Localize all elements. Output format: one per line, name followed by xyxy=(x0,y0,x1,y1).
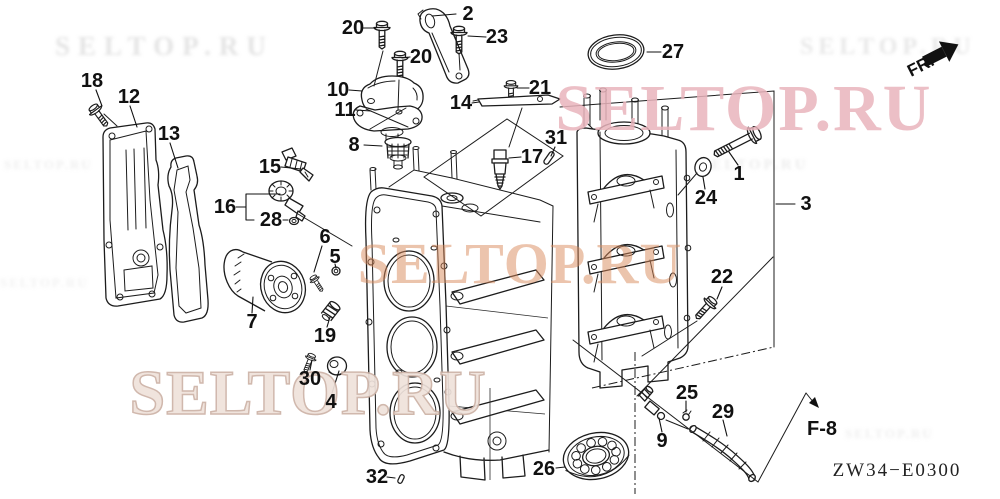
part-stay-plate xyxy=(472,94,561,107)
part-label-18: 18 xyxy=(81,70,103,92)
watermark-top-right: SELTOP.RU xyxy=(556,72,933,145)
part-label-20: 20 xyxy=(342,17,364,39)
part-label-21: 21 xyxy=(529,77,551,99)
part-label-2: 2 xyxy=(462,3,473,25)
part-label-10: 10 xyxy=(327,79,349,101)
part-dowel-pin xyxy=(397,474,405,484)
part-label-26: 26 xyxy=(533,458,555,480)
part-oil-filter xyxy=(223,248,307,314)
part-drain-tube xyxy=(689,424,756,483)
part-thermostat xyxy=(384,136,412,170)
part-engine-hanger-bracket xyxy=(417,8,470,84)
part-label-15: 15 xyxy=(259,156,281,178)
part-label-13: 13 xyxy=(158,123,180,145)
watermark-bottom-left: SELTOP.RU xyxy=(129,357,486,428)
part-ball-bearing xyxy=(562,431,630,481)
part-label-6: 6 xyxy=(319,226,330,248)
part-bolt-20a xyxy=(373,20,391,50)
part-washer-24 xyxy=(694,156,712,178)
part-bolt-18 xyxy=(85,100,114,131)
part-label-16: 16 xyxy=(214,196,236,218)
part-label-24: 24 xyxy=(695,187,718,209)
part-label-1: 1 xyxy=(733,163,744,185)
figure-ref-label: F-8 xyxy=(807,418,837,440)
part-knock-sensor xyxy=(491,149,509,190)
group-boxes xyxy=(103,50,775,494)
part-crankcase xyxy=(576,87,692,389)
part-label-31: 31 xyxy=(545,127,567,149)
direction-arrow-head xyxy=(938,41,959,62)
part-oil-plug xyxy=(320,300,341,322)
part-mount-cap xyxy=(326,356,348,376)
part-label-20: 20 xyxy=(410,46,432,68)
part-label-28: 28 xyxy=(260,209,282,231)
part-number-labels: 1234567891011121314151617181920202122232… xyxy=(81,3,812,488)
ghost-text: SELTOP.RU xyxy=(845,426,934,441)
part-label-17: 17 xyxy=(521,146,543,168)
part-label-8: 8 xyxy=(348,134,359,156)
part-label-25: 25 xyxy=(676,382,698,404)
ghost-text: SELTOP.RU xyxy=(0,275,89,290)
part-label-32: 32 xyxy=(366,466,388,488)
watermarks: SELTOP.RU SELTOP.RU SELTOP.RU xyxy=(129,72,933,429)
part-label-19: 19 xyxy=(314,325,336,347)
part-label-29: 29 xyxy=(712,401,734,423)
part-label-12: 12 xyxy=(118,86,140,108)
part-cylinder-block xyxy=(364,146,554,481)
drawing-code: ZW34−E0300 xyxy=(833,460,962,481)
part-tube-clip xyxy=(682,409,692,421)
part-cover-gasket xyxy=(167,155,209,323)
part-label-5: 5 xyxy=(329,246,340,268)
leader-lines xyxy=(95,13,796,479)
part-oring xyxy=(587,34,645,70)
direction-arrow-body xyxy=(922,46,947,67)
ghost-text: SELTOP.RU xyxy=(4,157,93,172)
part-side-cover xyxy=(102,122,168,307)
part-bolt-22 xyxy=(690,293,721,325)
part-label-23: 23 xyxy=(486,26,508,48)
figure-ref-leader xyxy=(572,339,819,483)
part-label-9: 9 xyxy=(656,430,667,452)
part-label-7: 7 xyxy=(246,311,257,333)
ghost-text: SELTOP.RU xyxy=(55,31,274,61)
part-label-30: 30 xyxy=(299,368,321,390)
part-label-27: 27 xyxy=(662,41,684,63)
watermark-middle: SELTOP.RU xyxy=(358,231,682,296)
part-sensor-washer xyxy=(288,216,300,226)
figure-ref-arrowhead xyxy=(809,397,819,408)
part-label-3: 3 xyxy=(800,193,811,215)
part-bolt-20b xyxy=(391,50,409,80)
ghost-text: SELTOP.RU xyxy=(700,157,809,173)
part-label-4: 4 xyxy=(325,391,337,413)
part-label-22: 22 xyxy=(711,266,733,288)
part-label-11: 11 xyxy=(334,99,355,121)
part-through-bolt xyxy=(713,125,762,158)
part-bolt-6 xyxy=(307,272,327,295)
part-thermostat-housing xyxy=(352,105,423,144)
part-oil-pressure-switch xyxy=(281,147,314,182)
part-label-14: 14 xyxy=(450,92,473,114)
